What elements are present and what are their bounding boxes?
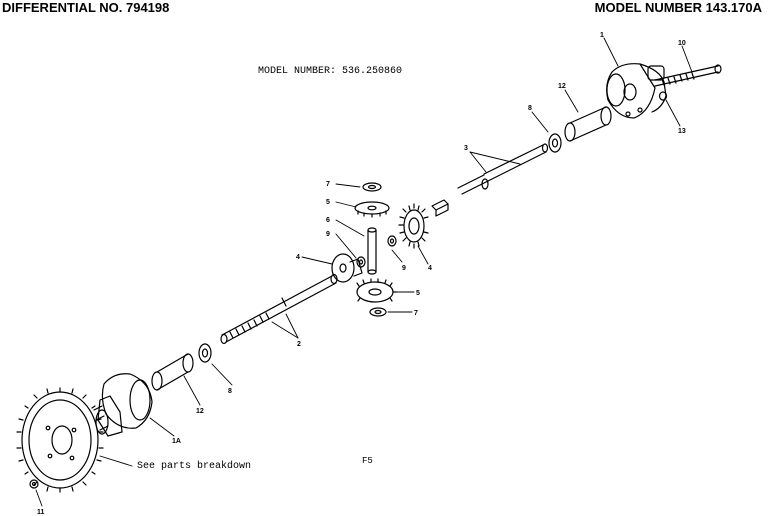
model-number-title: MODEL NUMBER 143.170A: [594, 0, 762, 15]
axle-shaft-upper: [457, 143, 549, 195]
pinion-gear-top: [354, 201, 390, 218]
cross-pin: [367, 227, 377, 275]
callout-2: 2: [297, 341, 301, 348]
callout-4-right: 4: [428, 265, 432, 272]
axle-shaft-lower: [220, 273, 338, 345]
pinion-washer-left: [356, 256, 366, 268]
bolt-part: [654, 64, 722, 87]
callout-8-upper: 8: [528, 105, 532, 112]
thrust-washer-upper: [548, 133, 562, 153]
callout-10: 10: [678, 40, 686, 47]
differential-number-title: DIFFERENTIAL NO. 794198: [2, 0, 170, 15]
callout-3: 3: [464, 145, 468, 152]
sprocket-gear: [16, 387, 104, 493]
callout-6: 6: [326, 217, 330, 224]
callout-5-bottom: 5: [416, 290, 420, 297]
differential-case-upper: [606, 63, 667, 119]
thrust-washer-bottom: [369, 307, 387, 317]
shaft-key-block: [431, 199, 449, 217]
model-number-label: MODEL NUMBER: 536.250860: [258, 66, 403, 77]
callout-7-top: 7: [326, 181, 330, 188]
bearing-sleeve-upper: [564, 106, 612, 142]
callout-7-bottom: 7: [414, 310, 418, 317]
callout-9-left: 9: [326, 231, 330, 238]
callout-12-lower: 12: [196, 408, 204, 415]
thrust-washer-bottom-left: [198, 343, 212, 363]
callout-11: 11: [37, 509, 45, 516]
pinion-washer-right: [387, 235, 397, 247]
see-parts-note: See parts breakdown: [137, 461, 252, 472]
bevel-gear-right: [398, 203, 429, 249]
side-gear-left: [331, 253, 363, 283]
figure-label: F5: [362, 456, 373, 466]
callout-1a: 1A: [172, 438, 181, 445]
thrust-washer-top: [362, 182, 382, 192]
nut-part: [658, 91, 668, 101]
callout-8-lower: 8: [228, 388, 232, 395]
bevel-gear-bottom: [356, 278, 397, 303]
differential-case-lower: [93, 373, 153, 437]
leader-lines: [35, 37, 693, 507]
bearing-sleeve-lower: [151, 353, 194, 391]
callout-1: 1: [600, 32, 604, 39]
callout-4-left: 4: [296, 254, 300, 261]
callout-9-right: 9: [402, 265, 406, 272]
callout-12-upper: 12: [558, 83, 566, 90]
callout-5-top: 5: [326, 199, 330, 206]
callout-13: 13: [678, 128, 686, 135]
small-nut-part: [29, 479, 39, 489]
